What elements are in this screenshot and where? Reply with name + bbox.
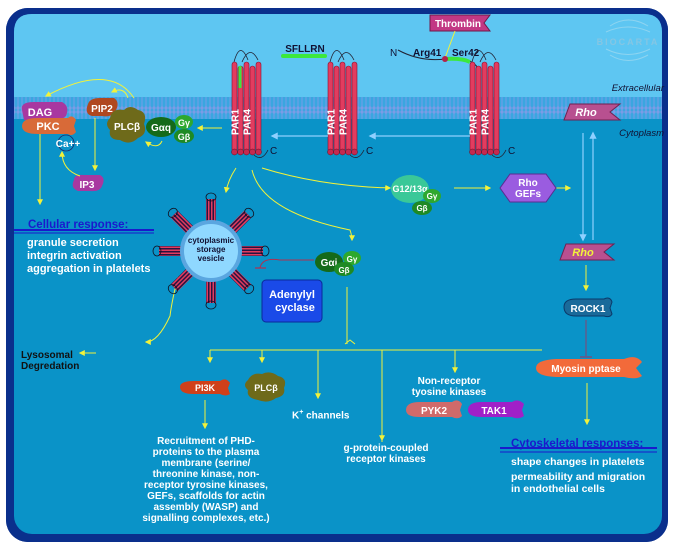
rho-cyto-label: Rho — [572, 247, 594, 259]
pkc-node — [22, 116, 76, 136]
arg41-label: Arg41 — [413, 48, 442, 59]
tak1-label: TAK1 — [481, 406, 507, 417]
recruitment-label: Recruitment of PHD- proteins to the plas… — [142, 436, 270, 524]
extracellular-label: Extracellular — [612, 83, 665, 94]
adenylyl-label-2: cyclase — [275, 302, 315, 314]
rho-membrane-label: Rho — [575, 107, 597, 119]
receptor-label: PAR1 — [469, 109, 480, 135]
rock1-label: ROCK1 — [570, 304, 605, 315]
vesicle-receptor — [167, 267, 195, 295]
cellular-response-item: integrin activation — [27, 250, 122, 262]
gai-label: Gαi — [321, 258, 338, 269]
gb-label: Gβ — [178, 132, 191, 142]
vesicle-receptor — [205, 279, 217, 310]
biocarta-logo: BIOCARTA — [597, 19, 660, 61]
pi3k-node — [180, 379, 230, 396]
rhogefs-label-2: GEFs — [515, 189, 542, 200]
receptor-label: PAR1 — [231, 109, 242, 135]
g1213-gg-label: Gγ — [427, 192, 438, 201]
gaq-node — [146, 117, 176, 137]
gb-node — [174, 129, 194, 143]
ip3-label: IP3 — [79, 180, 94, 191]
gpcr-kinases-label: g-protein-coupled receptor kinases — [343, 443, 429, 465]
cytoskeletal-response-item: permeability and migration — [511, 471, 646, 483]
extracellular-region — [14, 14, 662, 97]
n-terminus-label: N — [390, 48, 397, 59]
pyk2-label: PYK2 — [421, 406, 448, 417]
adenylyl-label-1: Adenylyl — [269, 289, 315, 301]
gai-gg-label: Gγ — [347, 255, 358, 264]
pip2-node — [86, 98, 118, 117]
myosin-node — [536, 357, 642, 379]
cellular-response-item: aggregation in platelets — [27, 263, 151, 275]
non-receptor-label: Non-receptor tyosine kinases — [411, 376, 487, 398]
c-terminus-label: C — [366, 146, 373, 157]
plcb-node — [107, 107, 146, 143]
rhogefs-label-1: Rho — [518, 178, 537, 189]
cytoskeletal-response-list: shape changes in platelets permeability … — [511, 456, 645, 495]
receptor-label: PAR4 — [339, 109, 350, 135]
adenylyl-cyclase-node — [261, 279, 323, 323]
vesicle-receptor — [239, 245, 270, 257]
gg-label: Gγ — [178, 118, 190, 128]
vesicle-receptor — [227, 267, 255, 295]
receptor-label: PAR4 — [481, 109, 492, 135]
logo-text: BIOCARTA — [597, 37, 660, 47]
pyk2-node — [406, 400, 462, 419]
cytoskeletal-response-heading: Cytoskeletal responses: — [511, 438, 644, 450]
myosin-label: Myosin pptase — [551, 364, 621, 375]
ser42-label: Ser42 — [452, 48, 480, 59]
cytoplasm-label: Cytoplasm — [619, 128, 664, 139]
receptor-label: PAR1 — [327, 109, 338, 135]
gai-gb-label: Gβ — [338, 266, 349, 275]
gaq-label: Gαq — [151, 123, 171, 134]
rho-membrane-node — [563, 103, 622, 121]
sfllrn-label: SFLLRN — [285, 44, 324, 55]
tak1-node — [468, 400, 524, 419]
dag-node — [21, 102, 68, 121]
rock1-node — [563, 297, 613, 318]
pkc-label: PKC — [36, 121, 59, 133]
receptor-label: PAR4 — [243, 109, 254, 135]
vesicle-receptor — [152, 245, 183, 257]
plcb2-node — [245, 372, 286, 402]
cytoskeletal-response-item: in endothelial cells — [511, 483, 605, 495]
cellular-response-list: granule secretion integrin activation ag… — [27, 237, 150, 276]
rhogefs-node — [499, 173, 557, 203]
c-terminus-label: C — [508, 146, 515, 157]
lysosomal-label: Lysosomal Degredation — [21, 350, 80, 372]
cellular-response-heading: Cellular response: — [28, 219, 129, 231]
rho-cyto-node — [559, 243, 616, 261]
calcium-label: Ca++ — [56, 139, 81, 150]
cytoskeletal-response-item: shape changes in platelets — [511, 456, 645, 468]
vesicle-receptor — [205, 192, 217, 223]
vesicle-label-2: storage — [197, 245, 226, 254]
vesicle-label-3: vesicle — [198, 254, 225, 263]
g1213-label: G12/13α — [392, 184, 428, 194]
plcb2-label: PLCβ — [254, 383, 278, 393]
storage-vesicle: cytoplasmic storage vesicle — [152, 192, 270, 310]
k-channels-label: K+ channels — [292, 409, 350, 422]
vesicle-receptor — [167, 207, 195, 235]
g1213-gb-label: Gβ — [416, 204, 427, 213]
thrombin-node — [429, 14, 491, 32]
pathway-diagram: BIOCARTA Extracellular Cytoplasm Thrombi… — [6, 8, 668, 542]
pathway-frame: BIOCARTA Extracellular Cytoplasm Thrombi… — [6, 8, 668, 542]
g1213-node — [391, 175, 429, 203]
pi3k-label: PI3K — [195, 383, 216, 393]
vesicle-label-1: cytoplasmic — [188, 236, 235, 245]
cellular-response-item: granule secretion — [27, 237, 119, 249]
pip2-label: PIP2 — [91, 104, 113, 115]
thrombin-label: Thrombin — [435, 19, 481, 30]
dag-label: DAG — [28, 107, 52, 119]
vesicle-receptor — [227, 207, 255, 235]
c-terminus-label: C — [270, 146, 277, 157]
gg-node — [175, 115, 193, 129]
ip3-node — [72, 174, 104, 192]
plcb-label: PLCβ — [114, 122, 140, 133]
